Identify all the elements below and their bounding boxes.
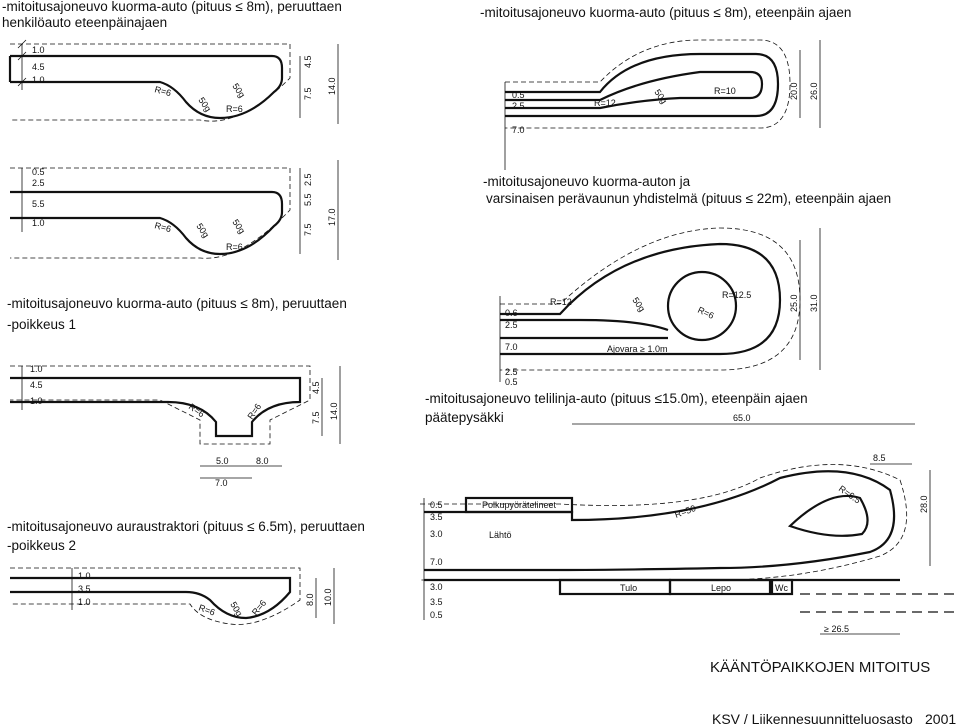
s4-title-line1: -mitoitusajoneuvo kuorma-auton ja	[483, 174, 691, 189]
s3-lbl-c: 50g	[230, 217, 247, 235]
s3-dim-g: 2.5	[303, 173, 313, 186]
s4-note: Ajovara ≥ 1.0m	[607, 344, 667, 354]
s7-title-line2: -poikkeus 2	[7, 538, 76, 553]
s3-dim-f: 5.5	[303, 193, 313, 206]
s5-dim-c: 1.0	[30, 396, 43, 406]
s6-dim-i: 0.5	[430, 610, 443, 620]
s5-dim-h: 8.0	[256, 456, 269, 466]
s1-lbl-a: R=6	[153, 84, 172, 98]
s4-lbl-c: R=12.5	[722, 290, 751, 300]
section-3: 0.5 2.5 5.5 1.0 7.5 5.5 2.5 17.0 R=6 50g…	[10, 160, 339, 260]
s2-lbl-a: R=12	[594, 98, 616, 108]
s3-lbl-d: R=6	[226, 242, 243, 252]
s4-dim-f: 25.0	[789, 294, 799, 312]
s7-dim-c: 1.0	[78, 597, 91, 607]
s5-dim-e: 4.5	[311, 381, 321, 394]
section-7: -mitoitusajoneuvo auraustraktori (pituus…	[7, 519, 365, 625]
section-5: -mitoitusajoneuvo kuorma-auto (pituus ≤ …	[7, 296, 347, 488]
s7-dim-e: 10.0	[323, 588, 333, 606]
s4-dim-b: 2.5	[505, 320, 518, 330]
s1-dim-a: 1.0	[32, 45, 45, 55]
s4-lbl-a: R=12	[550, 297, 572, 307]
s1-lbl-d: R=6	[226, 104, 243, 114]
s2-lbl-c: R=10	[714, 86, 736, 96]
s3-dim-c: 5.5	[32, 199, 45, 209]
s1-dim-b: 4.5	[32, 62, 45, 72]
s5-title-line2: -poikkeus 1	[7, 317, 76, 332]
s3-dim-a: 0.5	[32, 167, 45, 177]
s1-lbl-c: 50g	[230, 81, 247, 99]
s2-dim-g: 26.0	[809, 82, 819, 100]
s1-dim-f: 14.0	[327, 77, 337, 95]
s3-lbl-a: R=6	[153, 220, 172, 234]
s1-lbl-b: 50g	[196, 95, 213, 113]
s4-dim-d: 2.5	[505, 367, 518, 377]
s5-dim-a: 1.0	[30, 364, 43, 374]
s6-dim-a: 65.0	[733, 413, 751, 423]
s7-dim-a: 1.0	[78, 571, 91, 581]
s1-title-line2: henkilöauto eteenpäinajaen	[2, 15, 167, 30]
s6-box-departure: Lähtö	[489, 530, 512, 540]
s2-dim-a: 0.5	[512, 90, 525, 100]
s7-title-line1: -mitoitusajoneuvo auraustraktori (pituus…	[7, 519, 365, 534]
s1-dim-e: 4.5	[303, 55, 313, 68]
s6-title-line1: -mitoitusajoneuvo telilinja-auto (pituus…	[425, 391, 808, 406]
s6-dim-c: 0.5	[430, 500, 443, 510]
s3-dim-b: 2.5	[32, 178, 45, 188]
s6-dim-j: 28.0	[919, 495, 929, 513]
s3-dim-d: 1.0	[32, 218, 45, 228]
s6-dim-f: 7.0	[430, 557, 443, 567]
s4-dim-e: 0.5	[505, 377, 518, 387]
section-2: -mitoitusajoneuvo kuorma-auto (pituus ≤ …	[480, 5, 851, 170]
s5-dim-i: 7.0	[215, 478, 228, 488]
s6-box-arrival: Tulo	[620, 583, 637, 593]
s3-dim-h: 17.0	[327, 208, 337, 226]
s2-title: -mitoitusajoneuvo kuorma-auto (pituus ≤ …	[480, 5, 851, 20]
s5-dim-d: 7.5	[311, 411, 321, 424]
s3-dim-e: 7.5	[303, 223, 313, 236]
s2-lbl-b: 50g	[652, 87, 669, 105]
s7-dim-b: 3.5	[78, 584, 91, 594]
s6-dim-b: 8.5	[873, 453, 886, 463]
s6-lbl-b: R=6.5	[837, 483, 863, 505]
s6-box-rest: Lepo	[711, 583, 731, 593]
s6-dim-d: 3.5	[430, 512, 443, 522]
s1-title-line1: -mitoitusajoneuvo kuorma-auto (pituus ≤ …	[2, 0, 342, 14]
s4-lbl-b: 50g	[630, 295, 647, 313]
s6-dim-e: 3.0	[430, 529, 443, 539]
s7-lbl-c: R=6	[250, 598, 268, 617]
s4-dim-a: 0.6	[505, 308, 518, 318]
s1-dim-d: 7.5	[303, 87, 313, 100]
s5-dim-g: 5.0	[216, 456, 229, 466]
s4-lbl-d: R=6	[696, 305, 715, 321]
footer-credit: KSV / Liikennesuunnitteluosasto	[712, 711, 913, 727]
s5-dim-f: 14.0	[329, 402, 339, 420]
s2-dim-c: 7.0	[512, 125, 525, 135]
s4-title-line2: varsinaisen perävaunun yhdistelmä (pituu…	[486, 191, 891, 206]
section-1: -mitoitusajoneuvo kuorma-auto (pituus ≤ …	[2, 0, 342, 124]
s6-dim-g: 3.0	[430, 582, 443, 592]
s1-dim-c: 1.0	[32, 75, 45, 85]
s7-dim-d: 8.0	[305, 593, 315, 606]
s6-box-bike-racks: Polkupyörätelineet	[482, 500, 557, 510]
s5-lbl-b: R=6	[245, 402, 263, 421]
section-6: -mitoitusajoneuvo telilinja-auto (pituus…	[420, 391, 960, 635]
s5-title-line1: -mitoitusajoneuvo kuorma-auto (pituus ≤ …	[7, 296, 347, 311]
s6-lbl-a: R=50	[673, 503, 697, 520]
s5-lbl-a: R=6	[187, 401, 206, 419]
s5-dim-b: 4.5	[30, 380, 43, 390]
s6-title-line2: päätepysäkki	[425, 410, 504, 425]
section-4: -mitoitusajoneuvo kuorma-auton ja varsin…	[483, 174, 891, 387]
s6-box-wc: Wc	[775, 583, 788, 593]
s4-dim-g: 31.0	[809, 294, 819, 312]
s2-dim-f: 20.0	[789, 82, 799, 100]
s6-dim-k: ≥ 26.5	[824, 624, 849, 634]
s3-lbl-b: 50g	[194, 221, 211, 239]
footer-heading: KÄÄNTÖPAIKKOJEN MITOITUS	[710, 658, 930, 676]
s4-dim-c: 7.0	[505, 342, 518, 352]
footer-year: 2001	[925, 711, 956, 727]
s6-dim-h: 3.5	[430, 597, 443, 607]
s2-dim-b: 2.5	[512, 101, 525, 111]
